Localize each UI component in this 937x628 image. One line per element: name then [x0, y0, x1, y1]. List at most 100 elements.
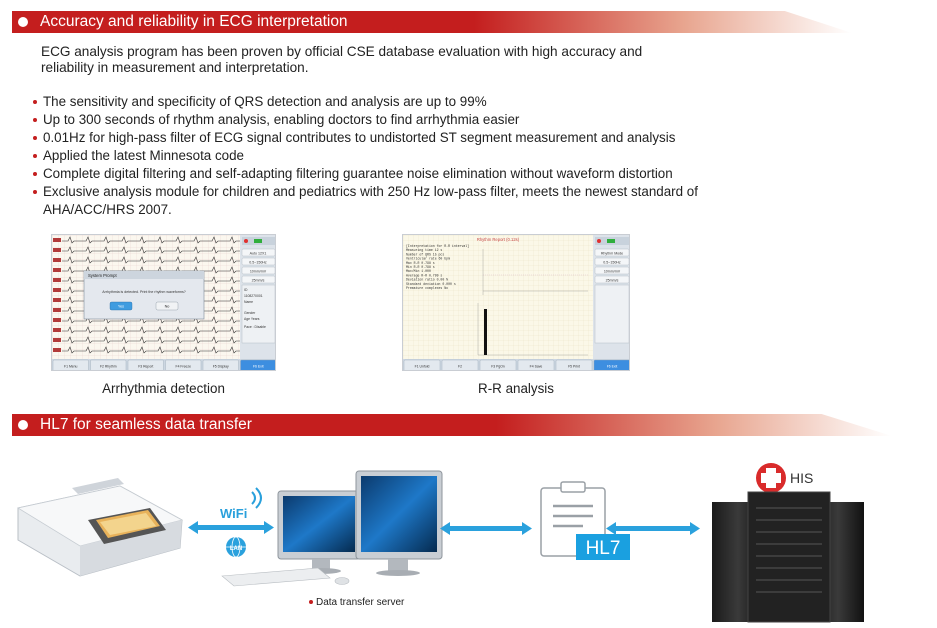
dialog-no-button[interactable] [155, 301, 179, 311]
ecg-trace [62, 336, 242, 344]
side-button: Auto 12X1 [250, 252, 267, 256]
bullet-icon [309, 600, 313, 604]
svg-text:WiFi: WiFi [220, 506, 247, 521]
report-line: Min R-R 0.798 s [406, 265, 435, 269]
transfer-arrow [188, 521, 274, 534]
svg-text:ID: ID [244, 288, 248, 292]
ecg-trace [62, 236, 242, 244]
lead-label [53, 258, 61, 262]
svg-text:Age Years: Age Years [244, 317, 260, 321]
report-line: Max R-R 0.798 s [406, 261, 435, 265]
feature-list: The sensitivity and specificity of QRS d… [33, 93, 793, 219]
toolbar-button[interactable] [555, 359, 593, 371]
bullet-icon [33, 100, 37, 104]
lead-label [53, 328, 61, 332]
svg-text:1108270001: 1108270001 [244, 294, 263, 298]
toolbar-button[interactable] [202, 359, 239, 371]
lead-label [53, 348, 61, 352]
toolbar-button[interactable] [403, 359, 441, 371]
toolbar-button[interactable] [127, 359, 164, 371]
transfer-arrow [606, 522, 700, 535]
toolbar-button-label: F1 Menu [64, 365, 77, 369]
svg-text:Gender: Gender [244, 311, 256, 315]
banner-bar [12, 11, 852, 33]
report-title: Rhythm Report (0.12s) [477, 237, 520, 242]
toolbar-button[interactable] [165, 359, 202, 371]
svg-text:Yes: Yes [118, 305, 124, 309]
ecg-trace [62, 256, 242, 264]
toolbar-button[interactable] [479, 359, 517, 371]
wifi-icon: WiFi [220, 487, 262, 521]
toolbar-button-label: F1 Unfold [415, 365, 430, 369]
side-button: Rhythm Mode [601, 252, 623, 256]
toolbar-button-label: F4 Save [530, 365, 543, 369]
dialog-title: System Prompt [88, 273, 117, 278]
bullet-icon [33, 136, 37, 140]
arrhythmia-caption: Arrhythmia detection [102, 381, 225, 396]
intro-paragraph: ECG analysis program has been proven by … [41, 44, 741, 76]
side-button: 10mm/mV [250, 270, 267, 274]
list-item: Exclusive analysis module for children a… [33, 183, 793, 201]
toolbar-button[interactable] [593, 359, 630, 371]
bullet-dot-icon [12, 414, 34, 436]
side-button: 0.5~150Hz [603, 261, 621, 265]
ecg-screen: Auto 12X1 0.5~150Hz 10mm/mV 25mm/s ID 11… [52, 235, 277, 371]
toolbar-button-label: F5 Display [213, 365, 229, 369]
toolbar-button-label: F3 Report [138, 365, 153, 369]
toolbar-button[interactable] [240, 359, 277, 371]
report-line: Premature complexes No [406, 286, 448, 290]
section-banner-accuracy: Accuracy and reliability in ECG interpre… [12, 11, 852, 33]
section-banner-hl7: HL7 for seamless data transfer [12, 414, 892, 436]
arrhythmia-screenshot: Auto 12X1 0.5~150Hz 10mm/mV 25mm/s ID 11… [51, 234, 276, 371]
toolbar-button-label: F6 Exit [607, 365, 618, 369]
toolbar-button-label: F3 PgOn [491, 365, 505, 369]
svg-text:HL7: HL7 [586, 538, 621, 559]
list-item: Complete digital filtering and self-adap… [33, 165, 793, 183]
banner-bar [12, 414, 892, 436]
dialog-yes-button[interactable] [109, 301, 133, 311]
ecg-trace [62, 326, 242, 334]
rr-analysis-screenshot: Rhythm Report (0.12s) [Interpretation fo… [402, 234, 630, 371]
hl7-diagram: WiFi LAN Data transfer server [16, 463, 864, 623]
toolbar-button-label: F6 Exit [253, 365, 264, 369]
list-item-continuation: AHA/ACC/HRS 2007. [43, 202, 172, 217]
server-label: Data transfer server [316, 597, 405, 608]
toolbar-button[interactable] [52, 359, 89, 371]
hl7-clipboard-icon: HL7 [540, 481, 630, 560]
lead-label [53, 238, 61, 242]
ecg-trace [62, 346, 242, 354]
bullet-icon [33, 172, 37, 176]
toolbar-button-label: F5 Print [568, 365, 580, 369]
lead-label [53, 308, 61, 312]
rhythm-report-screen: Rhythm Report (0.12s) [Interpretation fo… [403, 235, 630, 371]
side-button: 10mm/mV [604, 270, 621, 274]
his-label: HIS [790, 470, 813, 486]
lead-label [53, 248, 61, 252]
ecg-trace [62, 316, 242, 324]
section-title: HL7 for seamless data transfer [40, 416, 252, 433]
side-button: 25mm/s [606, 279, 619, 283]
toolbar-button-label: F4 Freeze [176, 365, 192, 369]
list-item: 0.01Hz for high-pass filter of ECG signa… [33, 129, 793, 147]
svg-text:No: No [165, 305, 170, 309]
report-line: [Interpretation for R-R interval] [406, 244, 469, 248]
svg-text:LAN: LAN [230, 546, 242, 552]
side-button: 25mm/s [252, 279, 265, 283]
report-line: Deviation ratio 0.00 % [406, 278, 448, 282]
report-line: Max/Min 1.000 [406, 269, 431, 273]
toolbar-button[interactable] [90, 359, 127, 371]
toolbar-button-label: F2 [458, 365, 462, 369]
section-title: Accuracy and reliability in ECG interpre… [40, 13, 348, 30]
side-button: 0.5~150Hz [249, 261, 267, 265]
lead-label [53, 288, 61, 292]
toolbar-button[interactable] [517, 359, 555, 371]
report-line: Ventricular rate 60 bpm [406, 257, 450, 261]
ecg-machine-icon [16, 478, 184, 577]
list-item: The sensitivity and specificity of QRS d… [33, 93, 793, 111]
histogram-bar [484, 309, 487, 355]
lead-label [53, 278, 61, 282]
intro-line: reliability in measurement and interpret… [41, 60, 309, 75]
list-item: Applied the latest Minnesota code [33, 147, 793, 165]
server-computer-icon [221, 470, 443, 587]
toolbar-button[interactable] [441, 359, 479, 371]
